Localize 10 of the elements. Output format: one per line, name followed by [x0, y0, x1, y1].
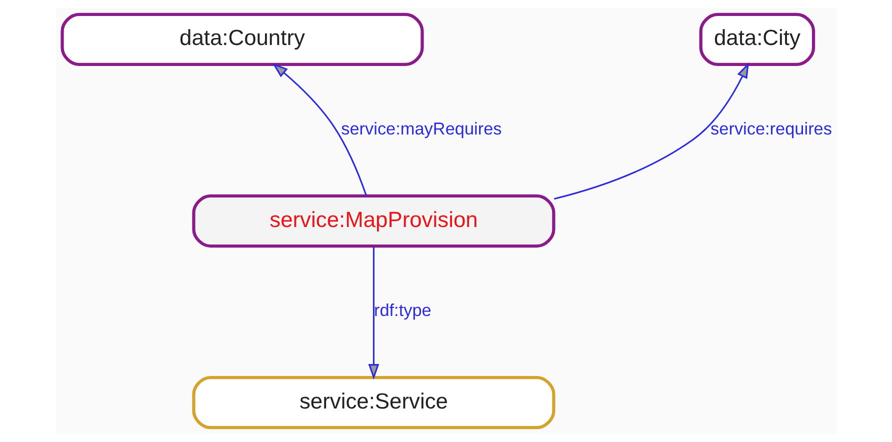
node-box: service:Service	[192, 376, 555, 430]
arrow	[553, 62, 748, 200]
edge-label: service:mayRequires	[340, 118, 502, 139]
node-box: data:City	[698, 12, 815, 66]
arrow	[272, 63, 367, 196]
arrow	[368, 246, 379, 380]
edge-label: rdf:type	[373, 300, 431, 320]
node-box: service:MapProvision	[192, 194, 555, 248]
node-box: data:Country	[60, 12, 424, 66]
edge-label: service:requires	[710, 118, 832, 139]
